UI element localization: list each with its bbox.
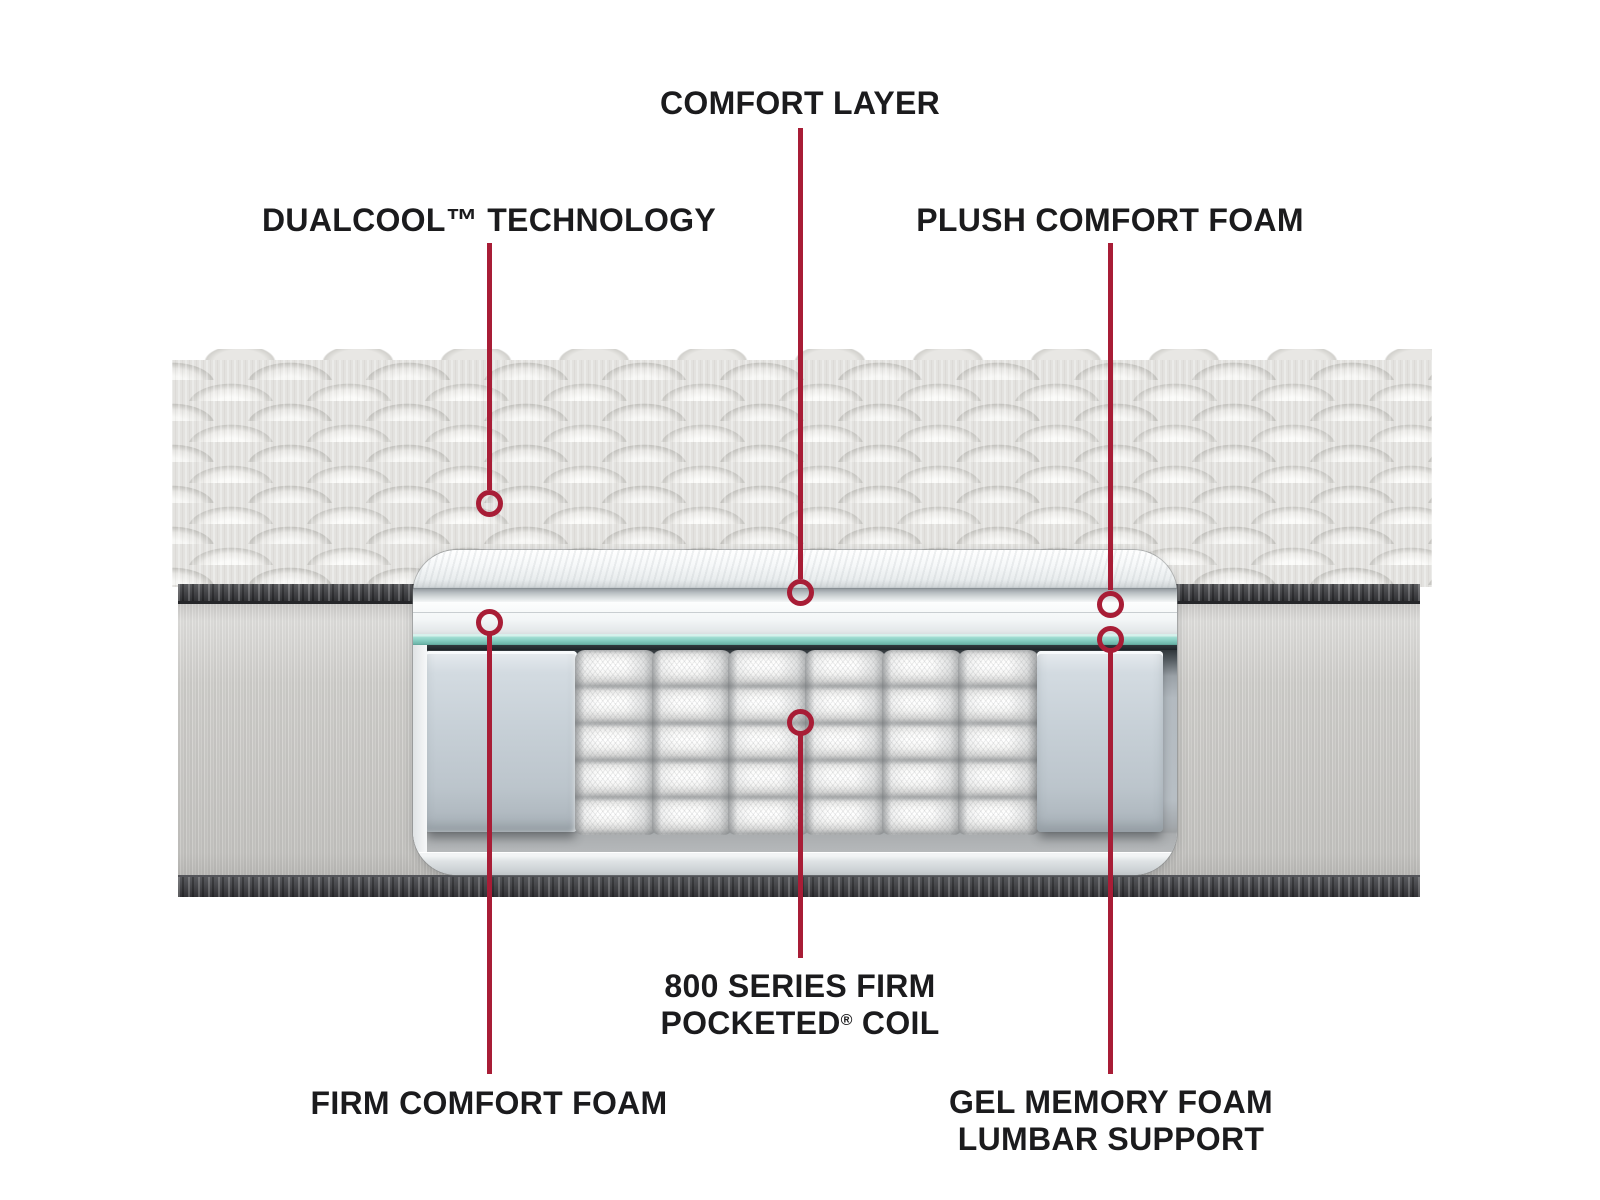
cross-section-window	[413, 550, 1177, 875]
gel-lumbar-marker-circle-icon	[1096, 625, 1124, 653]
gel-memory-foam-band	[413, 634, 1177, 645]
dualcool-callout-line	[486, 243, 492, 490]
dualcool-marker-circle-icon	[475, 489, 503, 517]
cut-edge-right	[413, 645, 427, 852]
pocketed-coil-row	[575, 650, 1040, 835]
coil-word: COIL	[852, 1005, 940, 1041]
right-foam-encasement	[1037, 651, 1163, 832]
firm-comfort-foam-label: FIRM COMFORT FOAM	[310, 1085, 668, 1121]
pocketed-coil	[651, 650, 733, 835]
left-foam-encasement	[425, 651, 577, 832]
layer-shadow-line	[413, 645, 1177, 650]
pocketed-coil	[728, 650, 810, 835]
comfort-layer-marker-circle-icon	[786, 578, 814, 606]
coil-cavity	[413, 650, 1177, 852]
pocketed-coil-callout-line	[797, 735, 803, 958]
gel-lumbar-label: GEL MEMORY FOAM LUMBAR SUPPORT	[949, 1084, 1273, 1158]
plush-foam-marker-circle-icon	[1096, 590, 1124, 618]
pocketed-coil	[805, 650, 886, 835]
comfort-layer-callout-line	[797, 128, 803, 579]
pocketed-coil-marker-circle-icon	[786, 708, 814, 736]
pocketed-coil-label-line1: 800 SERIES FIRM	[664, 968, 936, 1004]
pocketed-coil-label: 800 SERIES FIRM POCKETED® COIL	[660, 968, 939, 1042]
gel-lumbar-label-line1: GEL MEMORY FOAM	[949, 1084, 1273, 1120]
pocketed-coil	[575, 650, 656, 835]
registered-mark: ®	[840, 1012, 853, 1029]
gel-lumbar-callout-line	[1107, 652, 1113, 1074]
cut-bottom-border	[413, 852, 1177, 875]
comfort-layer-label: COMFORT LAYER	[659, 85, 941, 121]
gel-lumbar-label-line2: LUMBAR SUPPORT	[957, 1121, 1265, 1157]
firm-foam-marker-circle-icon	[475, 608, 503, 636]
pocketed-coil-label-line2: POCKETED® COIL	[660, 1005, 939, 1042]
firm-foam-callout-line	[486, 635, 492, 1074]
pocketed-word: POCKETED	[660, 1005, 841, 1041]
pocketed-coil	[881, 650, 963, 835]
dualcool-technology-label: DUALCOOL™ TECHNOLOGY	[262, 202, 716, 238]
plush-comfort-foam-label: PLUSH COMFORT FOAM	[916, 202, 1304, 238]
plush-foam-callout-line	[1107, 243, 1113, 590]
plush-comfort-foam-band	[413, 602, 1177, 634]
pocketed-coil	[958, 650, 1040, 835]
